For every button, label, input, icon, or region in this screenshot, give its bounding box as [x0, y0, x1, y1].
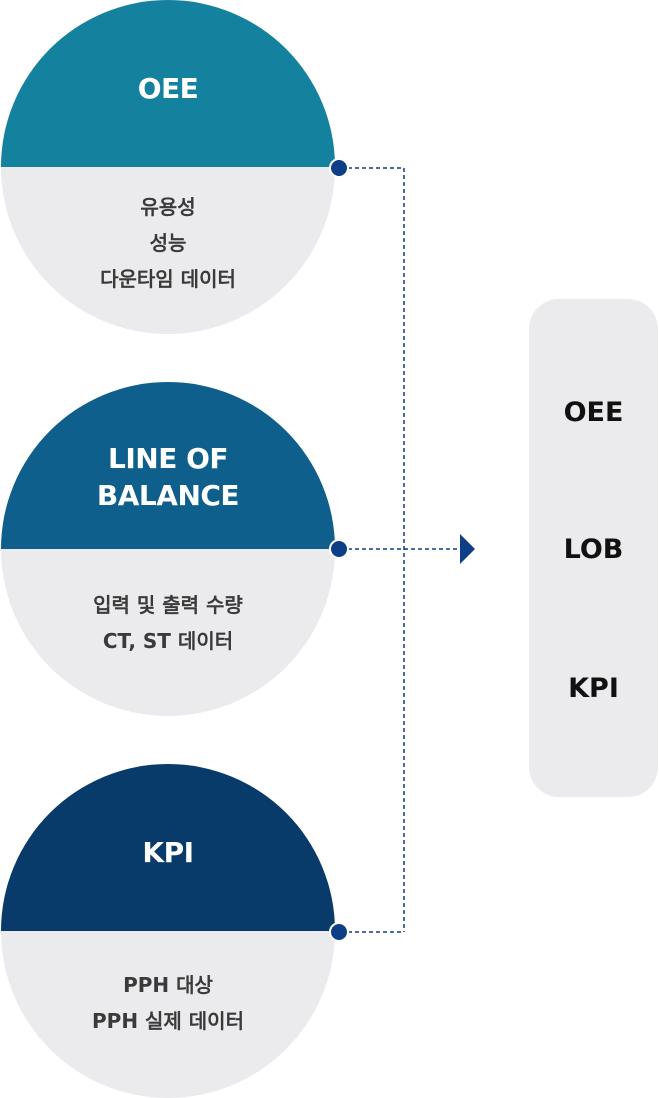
- oee-circle-title: OEE: [137, 72, 199, 106]
- oee-circle-body: 유용성 성능 다운타임 데이터: [1, 167, 335, 334]
- lob-circle-title-line-2: BALANCE: [96, 478, 240, 512]
- oee-item-availability: 유용성: [140, 195, 196, 219]
- lob-circle: LINE OF BALANCE 입력 및 출력 수량 CT, ST 데이터: [1, 382, 335, 716]
- kpi-item-pph-target: PPH 대상: [123, 973, 213, 997]
- kpi-circle: KPI PPH 대상 PPH 실제 데이터: [1, 764, 335, 1098]
- panel-item-oee: OEE: [563, 397, 624, 428]
- oee-item-downtime: 다운타임 데이터: [100, 267, 236, 291]
- kpi-circle-title: KPI: [142, 836, 194, 870]
- lob-item-io-quantity: 입력 및 출력 수량: [93, 593, 243, 617]
- kpi-item-pph-actual: PPH 실제 데이터: [92, 1009, 244, 1033]
- panel-item-kpi: KPI: [568, 673, 619, 704]
- result-panel: OEE LOB KPI: [529, 299, 658, 797]
- kpi-connector-dot: [329, 922, 349, 942]
- oee-item-performance: 성능: [149, 231, 187, 255]
- oee-circle-header: OEE: [1, 0, 335, 167]
- arrow-right-icon: [460, 534, 475, 564]
- lob-connector-dot: [329, 539, 349, 559]
- kpi-circle-header: KPI: [1, 764, 335, 931]
- oee-circle: OEE 유용성 성능 다운타임 데이터: [1, 0, 335, 334]
- lob-item-ct-st: CT, ST 데이터: [102, 629, 234, 653]
- kpi-circle-body: PPH 대상 PPH 실제 데이터: [1, 931, 335, 1098]
- lob-circle-body: 입력 및 출력 수량 CT, ST 데이터: [1, 549, 335, 716]
- lob-circle-header: LINE OF BALANCE: [1, 382, 335, 549]
- oee-connector-dot: [329, 158, 349, 178]
- lob-circle-title-line-1: LINE OF: [108, 442, 229, 476]
- panel-item-lob: LOB: [563, 534, 624, 565]
